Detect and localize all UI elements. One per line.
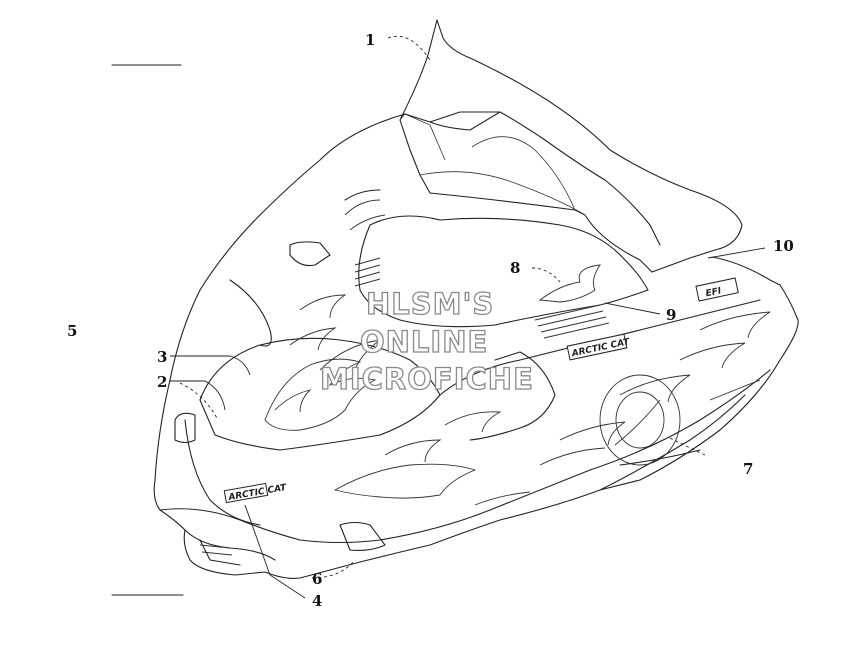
callout-5: 5 <box>67 322 77 340</box>
callout-4: 4 <box>312 592 322 610</box>
callout-9: 9 <box>666 306 676 324</box>
callout-8: 8 <box>510 259 520 277</box>
callout-6: 6 <box>312 570 322 588</box>
callout-labels: 1 2 3 4 5 6 7 8 9 10 <box>67 31 794 610</box>
watermark-line-2: ONLINE <box>360 325 488 359</box>
front-badge: ARCTIC CAT <box>223 483 288 503</box>
leader-lines <box>170 35 766 599</box>
windshield <box>399 19 743 273</box>
efi-badge-text: EFI <box>705 286 723 299</box>
callout-10: 10 <box>773 237 794 255</box>
watermark-line-1: HLSM'S <box>366 287 494 321</box>
vent-stripes <box>199 257 610 556</box>
efi-badge: EFI <box>695 277 739 302</box>
callout-7: 7 <box>743 460 753 478</box>
flame-decals <box>264 199 771 506</box>
callout-1: 1 <box>365 31 375 49</box>
watermark-line-3: MICROFICHE <box>320 362 534 396</box>
side-badge: ARCTIC CAT <box>566 333 631 361</box>
callout-2: 2 <box>157 373 167 391</box>
callout-3: 3 <box>157 348 167 366</box>
watermark: HLSM'S ONLINE MICROFICHE <box>319 286 534 396</box>
